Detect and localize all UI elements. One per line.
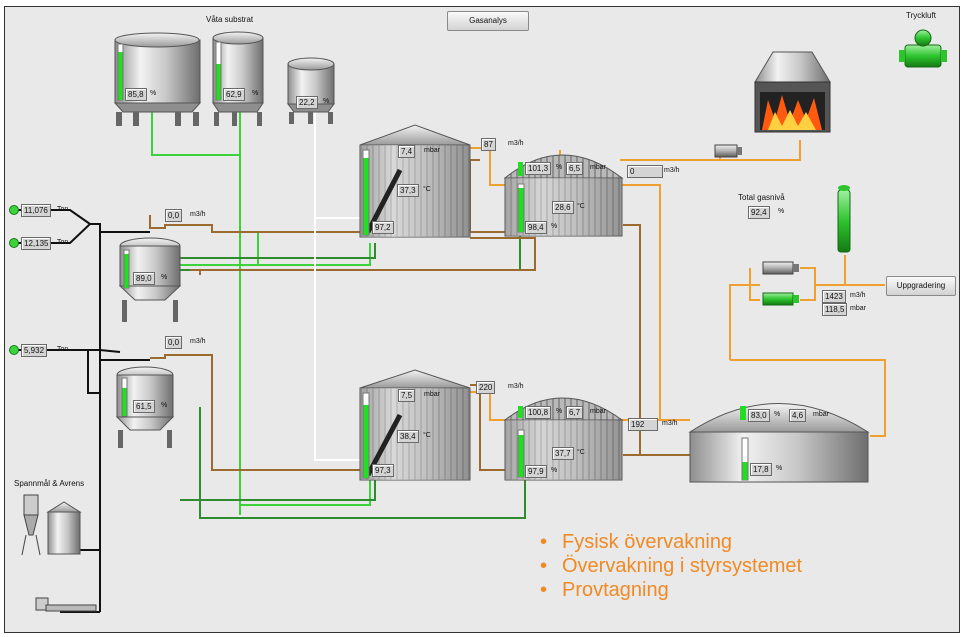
digester-1-temp: 37,3 [397, 184, 419, 197]
mix-tank-1-flow: 0,0 [165, 209, 183, 222]
digester-1-pressure: 7,4 [398, 145, 416, 158]
gas-blower-flare [714, 144, 742, 158]
digester-1-pressure-unit: mbar [424, 147, 440, 154]
grain-conveyor [35, 597, 97, 612]
post-digester-1-gas-flow-unit: m3/h [508, 140, 524, 147]
mix-tank-1-level-unit: % [161, 274, 168, 281]
post-digester-1-gas-level: 101,3 [525, 162, 552, 175]
total-gas-value: 92,4 [748, 206, 770, 219]
mix-tank-2-flow-unit: m3/h [190, 338, 206, 345]
mix-tank-1-flow-unit: m3/h [190, 211, 206, 218]
post-digester-2-pressure: 6,7 [566, 406, 584, 419]
digester-2-temp-unit: °C [423, 432, 431, 439]
post-digester-1-level: 98,4 [525, 221, 547, 234]
post-digester-1-temp: 28,6 [552, 201, 574, 214]
digester-2-temp: 38,4 [397, 430, 419, 443]
storage-level-unit: % [776, 465, 783, 472]
post-digester-1-pressure-unit: mbar [590, 164, 606, 171]
post-digester-2-level-unit: % [551, 467, 558, 474]
storage-pressure-unit: mbar [813, 411, 829, 418]
substrate-tank-3-unit: % [323, 98, 330, 105]
total-gas-label: Total gasnivå [738, 193, 785, 202]
post-digester-2-gas-flow: 220 [476, 381, 496, 394]
upgrading-pressure: 118,5 [822, 303, 848, 316]
pipes-brown [149, 159, 690, 471]
substrate-tank-1 [113, 32, 202, 126]
post-digester-2-gas-level-unit: % [556, 408, 563, 415]
storage-gas-level: 83,0 [748, 409, 770, 422]
post-digester-2-gas-flow-unit: m3/h [508, 383, 524, 390]
spannmal-label: Spannmål & Avrens [14, 479, 85, 488]
substrate-tank-2-level: 62,9 [223, 88, 245, 101]
boiler-furnace [754, 51, 831, 133]
storage-inflow: 192 [628, 418, 658, 431]
bullet-item: •Provtagning [540, 579, 669, 601]
upgrading-flow-unit: m3/h [850, 292, 866, 299]
gas-storage-tank [688, 403, 870, 483]
storage-gas-level-unit: % [774, 411, 781, 418]
pipes-white [314, 112, 360, 461]
tryckluft-compressor [899, 29, 947, 68]
upgrading-pressure-unit: mbar [850, 305, 866, 312]
flare-flow: 0 [627, 165, 663, 178]
post-digester-2-gas-level: 100,8 [525, 406, 552, 419]
storage-pressure: 4,6 [789, 409, 807, 422]
total-gas-unit: % [778, 208, 785, 215]
feed-2-unit: Ton [57, 239, 69, 246]
mix-tank-1-level: 89,0 [133, 272, 155, 285]
mix-tank-2-flow: 0,0 [165, 336, 183, 349]
digester-2-pressure: 7,5 [398, 389, 416, 402]
flare-flow-unit: m3/h [664, 167, 680, 174]
feed-3-value: 5,932 [21, 344, 48, 357]
post-digester-1-gas-flow: 87 [481, 138, 496, 151]
digester-2-pressure-unit: mbar [424, 391, 440, 398]
feed-1-indicator [9, 205, 19, 215]
substrate-tank-1-unit: % [150, 90, 157, 97]
storage-inflow-unit: m3/h [662, 420, 678, 427]
pipes-green [151, 112, 371, 515]
substrate-tank-1-level: 85,8 [125, 88, 147, 101]
post-digester-1-level-unit: % [551, 223, 558, 230]
grain-silo [46, 501, 82, 555]
vata-substrat-label: Våta substrat [206, 15, 254, 24]
post-digester-1-gas-level-unit: % [556, 164, 563, 171]
feed-1-unit: Ton [57, 206, 69, 213]
mix-tank-2-level-unit: % [161, 402, 168, 409]
feed-1-value: 11,076 [21, 204, 51, 217]
substrate-tank-2-unit: % [252, 90, 259, 97]
upgrading-flow: 1423 [822, 290, 846, 303]
bullet-list: •Fysisk övervakning •Övervakning i styrs… [540, 530, 802, 602]
post-digester-1-temp-unit: °C [577, 203, 585, 210]
upgrading-blower-2 [762, 292, 799, 306]
feed-3-unit: Ton [57, 346, 69, 353]
storage-level: 17,8 [750, 463, 772, 476]
pipes-dark-green [180, 235, 526, 519]
post-digester-2-level: 97,9 [525, 465, 547, 478]
bullet-item: •Fysisk övervakning [540, 531, 733, 553]
post-digester-2-pressure-unit: mbar [590, 408, 606, 415]
post-digester-2-temp: 37,7 [552, 447, 574, 460]
feed-2-indicator [9, 238, 19, 248]
digester-1-level: 97,2 [372, 221, 394, 234]
upgrading-column [837, 185, 851, 253]
digester-2-level: 97,3 [372, 464, 394, 477]
feed-2-value: 12,135 [21, 237, 52, 250]
gasanalys-button[interactable]: Gasanalys [447, 11, 529, 31]
substrate-tank-3-level: 22,2 [296, 96, 318, 109]
upgrading-blower-1 [762, 261, 799, 275]
feed-3-indicator [9, 345, 19, 355]
substrate-tank-2 [212, 31, 264, 126]
uppgradering-button[interactable]: Uppgradering [886, 276, 956, 296]
substrate-tank-3 [287, 57, 335, 124]
post-digester-1-pressure: 6,5 [566, 162, 584, 175]
bullet-item: •Övervakning i styrsystemet [540, 555, 803, 577]
digester-1-temp-unit: °C [423, 186, 431, 193]
post-digester-2-temp-unit: °C [577, 449, 585, 456]
mix-tank-2-level: 61,5 [133, 400, 155, 413]
grain-mill [21, 494, 41, 556]
tryckluft-label: Tryckluft [906, 11, 936, 20]
